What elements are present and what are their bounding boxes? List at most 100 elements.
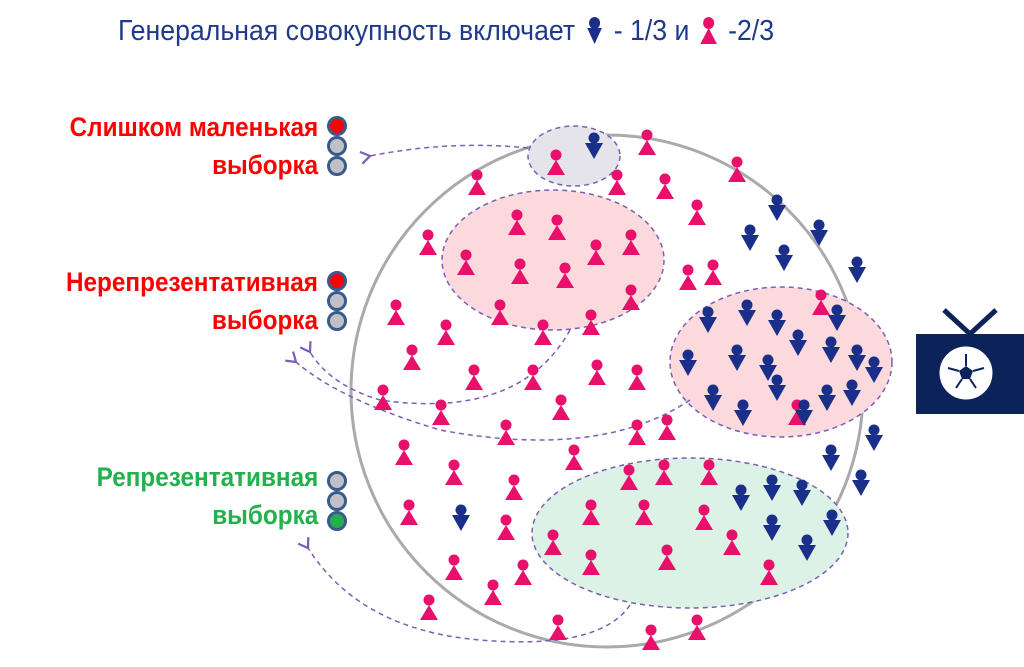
blue-person-icon <box>732 484 750 511</box>
pink-person-icon <box>445 459 463 485</box>
pink-person-icon <box>445 554 463 580</box>
pink-person-icon <box>620 464 638 490</box>
blue-person-icon <box>789 329 807 356</box>
pink-person-icon <box>760 559 778 585</box>
pink-person-icon <box>658 544 676 570</box>
pink-person-icon <box>622 229 640 255</box>
pink-person-icon <box>497 419 515 445</box>
blue-person-icon <box>818 384 836 411</box>
pink-person-icon <box>588 359 606 385</box>
traffic-light-icon <box>327 116 347 176</box>
pink-person-icon <box>508 209 526 235</box>
blue-person-icon <box>728 344 746 371</box>
pink-person-icon <box>437 319 455 345</box>
blue-person-icon <box>852 469 870 496</box>
blue-person-icon <box>768 374 786 401</box>
pink-person-icon <box>432 399 450 425</box>
blue-person-icon <box>763 474 781 501</box>
blue-person-icon <box>679 349 697 376</box>
pink-person-icon <box>565 444 583 470</box>
blue-person-icon <box>793 479 811 506</box>
traffic-light-icon <box>327 271 347 331</box>
label-line: Слишком маленькая <box>69 112 318 142</box>
title-prefix: Генеральная совокупность включает <box>118 14 576 47</box>
blue-person-icon <box>585 132 603 159</box>
pink-person-icon <box>679 264 697 290</box>
arrow-nonrep-1 <box>299 329 571 405</box>
pink-person-icon <box>695 504 713 530</box>
pink-person-icon <box>491 299 509 325</box>
pink-person-icon <box>700 17 718 44</box>
pink-person-icon <box>387 299 405 325</box>
pink-person-icon <box>655 459 673 485</box>
label-line: выборка <box>211 500 318 530</box>
pink-person-icon <box>497 514 515 540</box>
small-sample-ellipse <box>527 125 621 187</box>
pink-person-icon <box>628 364 646 390</box>
pink-person-icon <box>534 319 552 345</box>
pink-person-icon <box>552 394 570 420</box>
pink-person-icon <box>468 169 486 195</box>
pink-person-icon <box>728 156 746 182</box>
pink-person-icon <box>582 499 600 525</box>
pink-person-icon <box>420 594 438 620</box>
blue-person-icon <box>795 399 813 426</box>
arrow-small <box>359 144 529 165</box>
blue-person-icon <box>798 534 816 561</box>
pink-person-icon <box>608 169 626 195</box>
pink-person-icon <box>511 258 529 284</box>
pink-person-icon <box>374 384 392 410</box>
label-representative: Репрезентативная выборка <box>96 458 318 534</box>
blue-person-icon <box>810 219 828 246</box>
blue-person-icon <box>843 379 861 406</box>
blue-person-icon <box>704 384 722 411</box>
traffic-light-icon <box>327 471 347 531</box>
blue-person-icon <box>823 509 841 536</box>
blue-person-icon <box>763 514 781 541</box>
blue-person-icon <box>734 399 752 426</box>
pink-person-icon <box>419 229 437 255</box>
pink-person-icon <box>457 249 475 275</box>
pink-person-icon <box>544 529 562 555</box>
tv-football-icon <box>916 308 1024 414</box>
blue-person-icon <box>822 336 840 363</box>
pink-person-icon <box>514 559 532 585</box>
pink-person-icon <box>704 259 722 285</box>
pink-person-icon <box>505 474 523 500</box>
pink-person-icon <box>556 262 574 288</box>
label-too-small: Слишком маленькая выборка <box>69 108 318 184</box>
blue-person-icon <box>741 224 759 251</box>
title-part1: - 1/3 и <box>613 14 690 47</box>
pink-person-icon <box>622 284 640 310</box>
pink-person-icon <box>403 344 421 370</box>
blue-person-icon <box>587 17 602 44</box>
pink-person-icon <box>642 624 660 650</box>
blue-person-icon <box>865 424 883 451</box>
pink-person-icon <box>723 529 741 555</box>
blue-person-icon <box>768 309 786 336</box>
pink-person-icon <box>524 364 542 390</box>
pink-person-icon <box>658 414 676 440</box>
pink-person-icon <box>688 199 706 225</box>
pink-person-icon <box>635 499 653 525</box>
pink-person-icon <box>549 614 567 640</box>
blue-person-icon <box>775 244 793 271</box>
pink-person-icon <box>700 459 718 485</box>
blue-person-icon <box>848 256 866 283</box>
arrow-nonrep-2 <box>285 351 691 441</box>
pink-person-icon <box>400 499 418 525</box>
blue-person-icon <box>828 304 846 331</box>
pink-person-icon <box>548 214 566 240</box>
title-part2: -2/3 <box>728 14 775 47</box>
arrow-rep <box>297 537 631 643</box>
blue-person-icon <box>848 344 866 371</box>
blue-person-icon <box>452 504 470 531</box>
blue-person-icon <box>699 306 717 333</box>
pink-person-icon <box>547 149 565 175</box>
label-line: Репрезентативная <box>96 462 318 492</box>
blue-person-icon <box>759 354 777 381</box>
label-line: выборка <box>211 150 318 180</box>
title: Генеральная совокупность включает - 1/3 … <box>118 14 774 48</box>
pink-person-icon <box>395 439 413 465</box>
